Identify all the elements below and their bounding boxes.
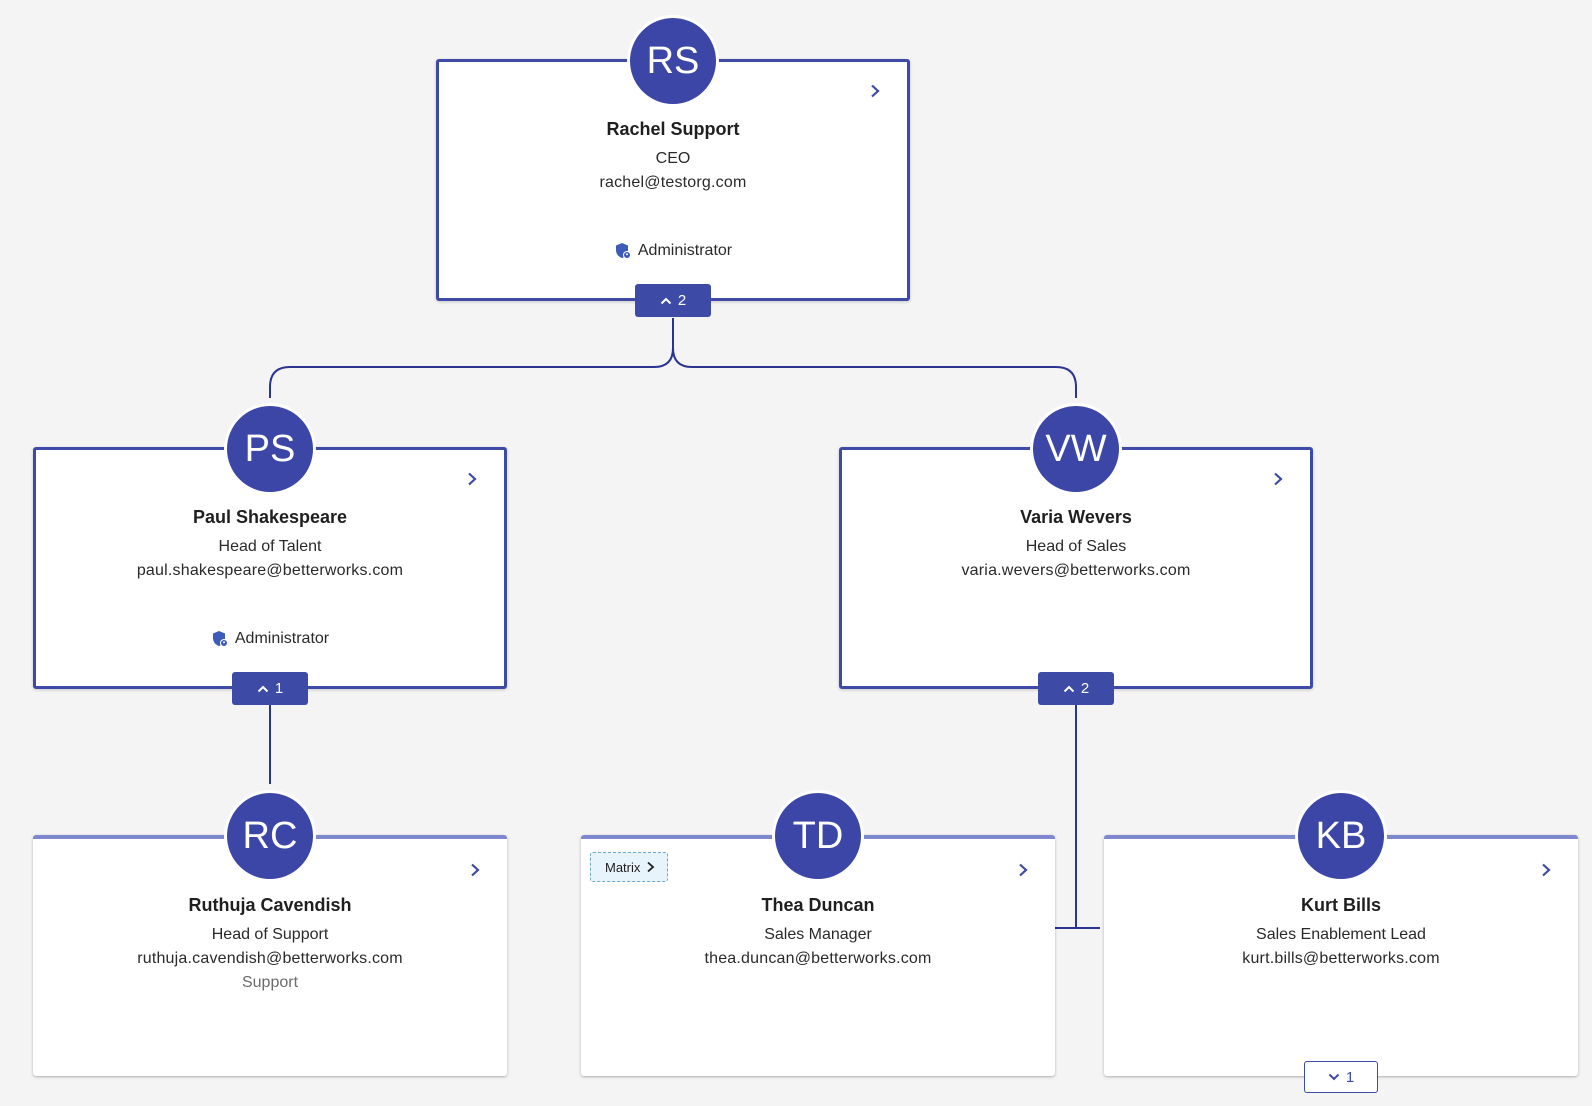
- employee-card-kurt-bills[interactable]: KB Kurt Bills Sales Enablement Lead kurt…: [1104, 790, 1578, 1093]
- connector-vw-to-reports: [1052, 703, 1100, 929]
- report-count: 2: [1080, 680, 1090, 697]
- avatar: KB: [1295, 790, 1387, 882]
- employee-title: Sales Enablement Lead: [1256, 926, 1426, 943]
- chevron-right-icon: [471, 863, 480, 877]
- open-profile-button[interactable]: [1013, 860, 1033, 880]
- open-profile-button[interactable]: [462, 469, 482, 489]
- chevron-right-icon: [468, 472, 477, 486]
- open-profile-button[interactable]: [465, 860, 485, 880]
- chevron-up-icon: [1063, 685, 1075, 692]
- employee-name: Ruthuja Cavendish: [188, 895, 352, 915]
- chevron-right-icon: [871, 84, 880, 98]
- connector-rs-to-vw: [672, 347, 1077, 398]
- open-profile-button[interactable]: [1536, 860, 1556, 880]
- open-profile-button[interactable]: [865, 81, 885, 101]
- employee-title: Head of Sales: [1025, 538, 1127, 555]
- matrix-button[interactable]: Matrix: [590, 852, 669, 882]
- chevron-right-icon: [647, 861, 655, 873]
- avatar: VW: [1030, 403, 1122, 495]
- chevron-right-icon: [1019, 863, 1028, 877]
- chevron-up-icon: [257, 685, 269, 692]
- admin-shield-icon: [615, 243, 631, 259]
- employee-email: kurt.bills@betterworks.com: [1242, 950, 1440, 967]
- employee-email: ruthuja.cavendish@betterworks.com: [137, 950, 403, 967]
- employee-name: Varia Wevers: [1020, 507, 1132, 527]
- collapse-reports-button[interactable]: 2: [1038, 672, 1114, 705]
- role-badge: Administrator: [439, 242, 907, 260]
- report-count: 1: [274, 680, 284, 697]
- employee-name: Paul Shakespeare: [192, 507, 348, 527]
- chevron-right-icon: [1274, 472, 1283, 486]
- report-count: 1: [1345, 1068, 1355, 1086]
- employee-title: Head of Talent: [218, 538, 322, 555]
- role-badge: Administrator: [36, 630, 504, 648]
- role-label: Administrator: [234, 630, 330, 647]
- collapse-reports-button[interactable]: 2: [635, 284, 711, 317]
- avatar: RC: [224, 790, 316, 882]
- employee-email: varia.wevers@betterworks.com: [961, 562, 1191, 579]
- connector-rs-to-ps: [269, 318, 674, 398]
- avatar: RS: [627, 15, 719, 107]
- avatar: TD: [772, 790, 864, 882]
- chevron-right-icon: [1542, 863, 1551, 877]
- employee-card-ruthuja-cavendish[interactable]: RC Ruthuja Cavendish Head of Support rut…: [33, 790, 507, 1076]
- employee-name: Rachel Support: [606, 119, 740, 139]
- matrix-label: Matrix: [605, 859, 641, 875]
- report-count: 2: [677, 292, 687, 309]
- expand-reports-button[interactable]: 1: [1304, 1061, 1378, 1093]
- employee-name: Thea Duncan: [761, 895, 875, 915]
- employee-card-thea-duncan[interactable]: TD Matrix Thea Duncan Sales Manager thea…: [581, 790, 1055, 1076]
- employee-email: thea.duncan@betterworks.com: [704, 950, 932, 967]
- employee-department: Support: [241, 974, 299, 991]
- employee-card-varia-wevers[interactable]: VW Varia Wevers Head of Sales varia.weve…: [839, 403, 1313, 705]
- admin-shield-icon: [212, 631, 228, 647]
- chevron-down-icon: [1328, 1073, 1340, 1081]
- employee-name: Kurt Bills: [1300, 895, 1381, 915]
- employee-title: Head of Support: [211, 926, 329, 943]
- employee-email: rachel@testorg.com: [599, 174, 747, 191]
- avatar: PS: [224, 403, 316, 495]
- collapse-reports-button[interactable]: 1: [232, 672, 308, 705]
- employee-title: Sales Manager: [764, 926, 872, 943]
- role-label: Administrator: [637, 242, 733, 259]
- employee-card-rachel-support[interactable]: RS Rachel Support CEO rachel@testorg.com…: [436, 15, 910, 317]
- employee-title: CEO: [655, 150, 691, 167]
- employee-card-paul-shakespeare[interactable]: PS Paul Shakespeare Head of Talent paul.…: [33, 403, 507, 705]
- chevron-up-icon: [660, 297, 672, 304]
- employee-email: paul.shakespeare@betterworks.com: [136, 562, 404, 579]
- open-profile-button[interactable]: [1268, 469, 1288, 489]
